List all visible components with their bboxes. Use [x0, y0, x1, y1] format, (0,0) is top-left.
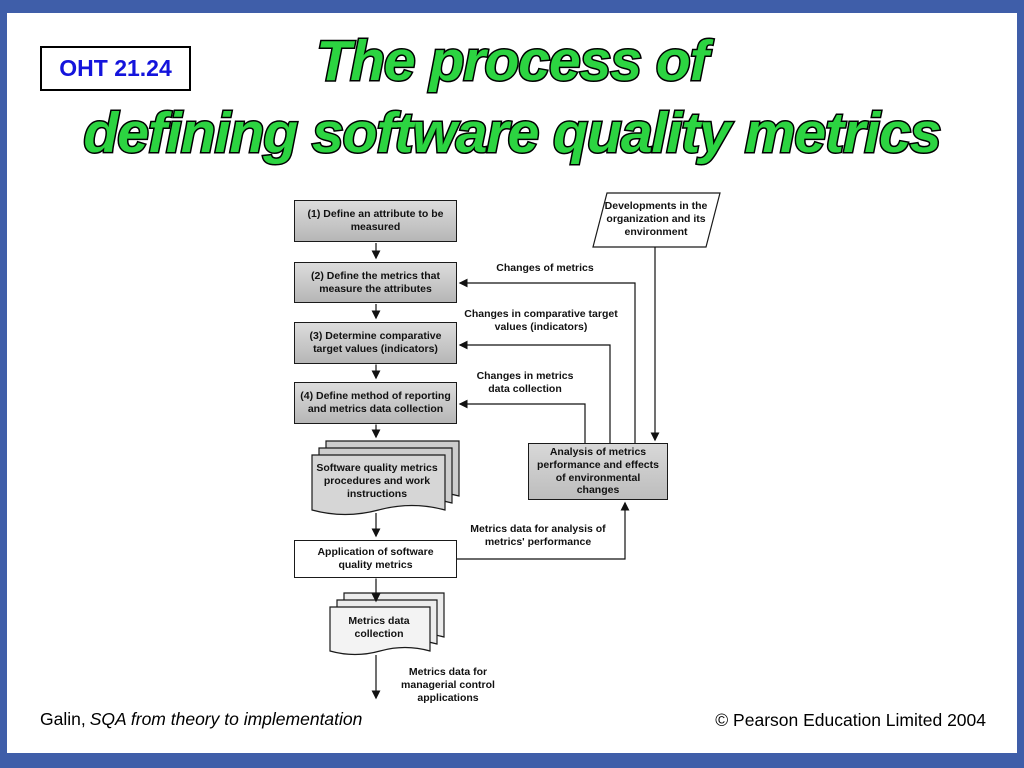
- flowchart-step-3: (3) Determine comparative target values …: [294, 322, 457, 364]
- flowchart-step-3-label: (3) Determine comparative target values …: [309, 330, 442, 355]
- edge-label-changes-in-targets: Changes in comparative target values (in…: [464, 308, 618, 334]
- footer-book-title: SQA from theory to implementation: [89, 709, 363, 729]
- doc-procedures-shape: [311, 440, 460, 516]
- flowchart-step-2-label: (2) Define the metrics that measure the …: [311, 269, 440, 295]
- edge-label-changes-in-collection: Changes in metrics data collection: [476, 370, 574, 396]
- flowchart-step-4: (4) Define method of reporting and metri…: [294, 382, 457, 424]
- frame-right: [1017, 0, 1024, 768]
- flowchart-arrows: [371, 243, 660, 700]
- application-box: Application of software quality metrics: [294, 540, 457, 578]
- frame-top: [0, 0, 1024, 13]
- doc-procedures-label: Software quality metrics procedures and …: [316, 462, 438, 501]
- flowchart-step-2: (2) Define the metrics that measure the …: [294, 262, 457, 303]
- flowchart-step-1-label: (1) Define an attribute to be measured: [307, 208, 444, 233]
- developments-shape-label: Developments in the organization and its…: [604, 200, 708, 239]
- oht-label: OHT 21.24: [40, 46, 191, 91]
- footer-author: Galin,: [40, 709, 86, 729]
- edge-label-data-for-managerial: Metrics data for managerial control appl…: [401, 666, 495, 705]
- edge-label-data-for-analysis: Metrics data for analysis of metrics' pe…: [470, 523, 606, 549]
- frame-bottom: [0, 753, 1024, 768]
- analysis-box-label: Analysis of metrics performance and effe…: [537, 445, 659, 497]
- slide-title-line2: defining software quality metrics: [82, 101, 943, 165]
- slide-title-line1: The process of: [315, 29, 710, 93]
- footer-citation: Galin,SQA from theory to implementation: [40, 709, 362, 730]
- oht-label-text: OHT 21.24: [59, 55, 172, 81]
- flowchart-step-1: (1) Define an attribute to be measured: [294, 200, 457, 242]
- analysis-box: Analysis of metrics performance and effe…: [528, 443, 668, 500]
- doc-collection-shape: [329, 592, 445, 656]
- footer-copyright: © Pearson Education Limited 2004: [715, 710, 986, 730]
- developments-shape: [592, 192, 721, 248]
- doc-collection-label: Metrics data collection: [348, 615, 410, 641]
- edge-label-changes-of-metrics: Changes of metrics: [496, 262, 594, 274]
- frame-left: [0, 0, 7, 768]
- flowchart-step-4-label: (4) Define method of reporting and metri…: [300, 390, 451, 415]
- application-box-label: Application of software quality metrics: [317, 546, 434, 571]
